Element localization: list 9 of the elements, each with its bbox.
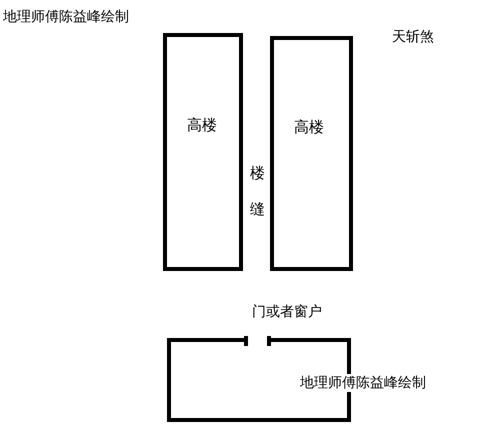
door-window-label: 门或者窗户 xyxy=(252,303,322,321)
author-credit: 地理师傅陈益峰绘制 xyxy=(300,374,426,392)
building-label: 高楼 xyxy=(187,116,217,135)
gap-label: 楼缝 xyxy=(250,163,266,220)
building-outline xyxy=(163,33,243,271)
author-credit: 地理师傅陈益峰绘制 xyxy=(3,8,129,26)
building-outline xyxy=(270,36,353,271)
building-label: 高楼 xyxy=(294,118,324,136)
warning-label: 天斩煞 xyxy=(392,28,434,46)
